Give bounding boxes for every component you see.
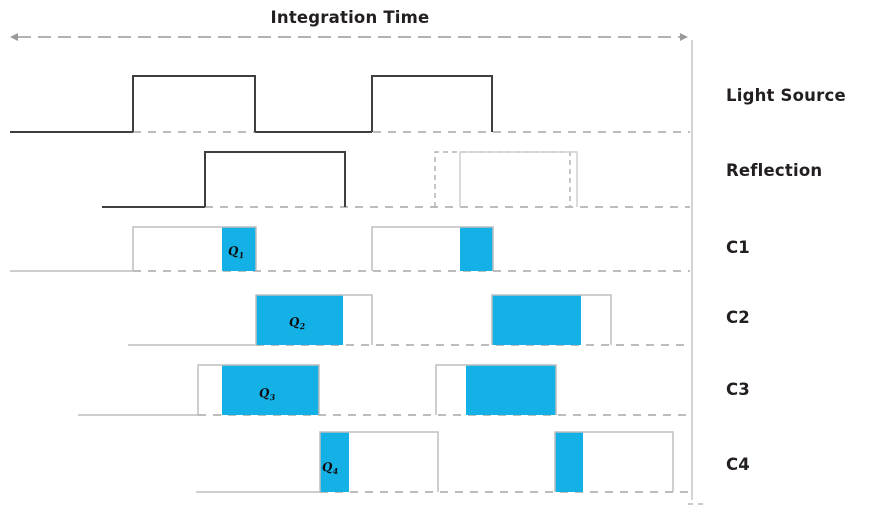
- pulse-c3-1: [435, 364, 557, 415]
- charge-label-c1: Q1: [227, 243, 244, 260]
- row-label-c4: C4: [726, 455, 750, 474]
- charge-fill-c2-0: [256, 295, 343, 345]
- pulse-c2-0: [255, 294, 373, 345]
- axis-divider-line: [688, 40, 706, 505]
- charge-fill-c1-0: [222, 227, 256, 271]
- charge-fill-c4-0: [320, 432, 349, 492]
- charge-fill-c3-1: [466, 365, 556, 415]
- charge-label-subscript: 1: [238, 249, 245, 261]
- waveform-row-c2: [128, 294, 690, 346]
- row-label-c1: C1: [726, 238, 750, 257]
- pulse-light-source-0: [132, 75, 256, 132]
- charge-label-c4: Q4: [321, 459, 338, 476]
- row-label-light-source: Light Source: [726, 86, 846, 105]
- waveform-row-c1: [10, 226, 690, 272]
- charge-label-subscript: 3: [269, 391, 276, 403]
- ghost-pulse-reflection-1: [459, 151, 578, 207]
- charge-fill-c1-1: [460, 227, 493, 271]
- charge-label-c3: Q3: [258, 385, 275, 402]
- charge-fill-c4-1: [555, 432, 583, 492]
- waveform-row-c4: [196, 431, 690, 493]
- pulse-c3-0: [197, 364, 320, 415]
- pulse-c1-1: [371, 226, 494, 271]
- pulse-reflection-0: [204, 151, 346, 207]
- ghost-pulse-reflection-0: [434, 151, 571, 207]
- pulse-c4-1: [554, 431, 674, 492]
- pulse-c2-1: [491, 294, 612, 345]
- row-label-c3: C3: [726, 380, 750, 399]
- waveform-rows: [10, 75, 690, 493]
- waveform-row-c3: [78, 364, 690, 416]
- waveform-row-light-source: [10, 75, 690, 133]
- pulse-c4-0: [319, 431, 439, 492]
- row-label-reflection: Reflection: [726, 161, 823, 180]
- waveform-row-reflection: [102, 151, 690, 208]
- charge-label-c2: Q2: [288, 314, 305, 331]
- pulse-c1-0: [132, 226, 257, 271]
- charge-fill-c2-1: [492, 295, 581, 345]
- charge-label-subscript: 4: [332, 465, 339, 477]
- row-label-c2: C2: [726, 308, 750, 327]
- charge-label-subscript: 2: [299, 320, 306, 332]
- page-title: Integration Time: [270, 8, 430, 27]
- charge-fill-c3-0: [222, 365, 319, 415]
- pulse-light-source-1: [371, 75, 493, 132]
